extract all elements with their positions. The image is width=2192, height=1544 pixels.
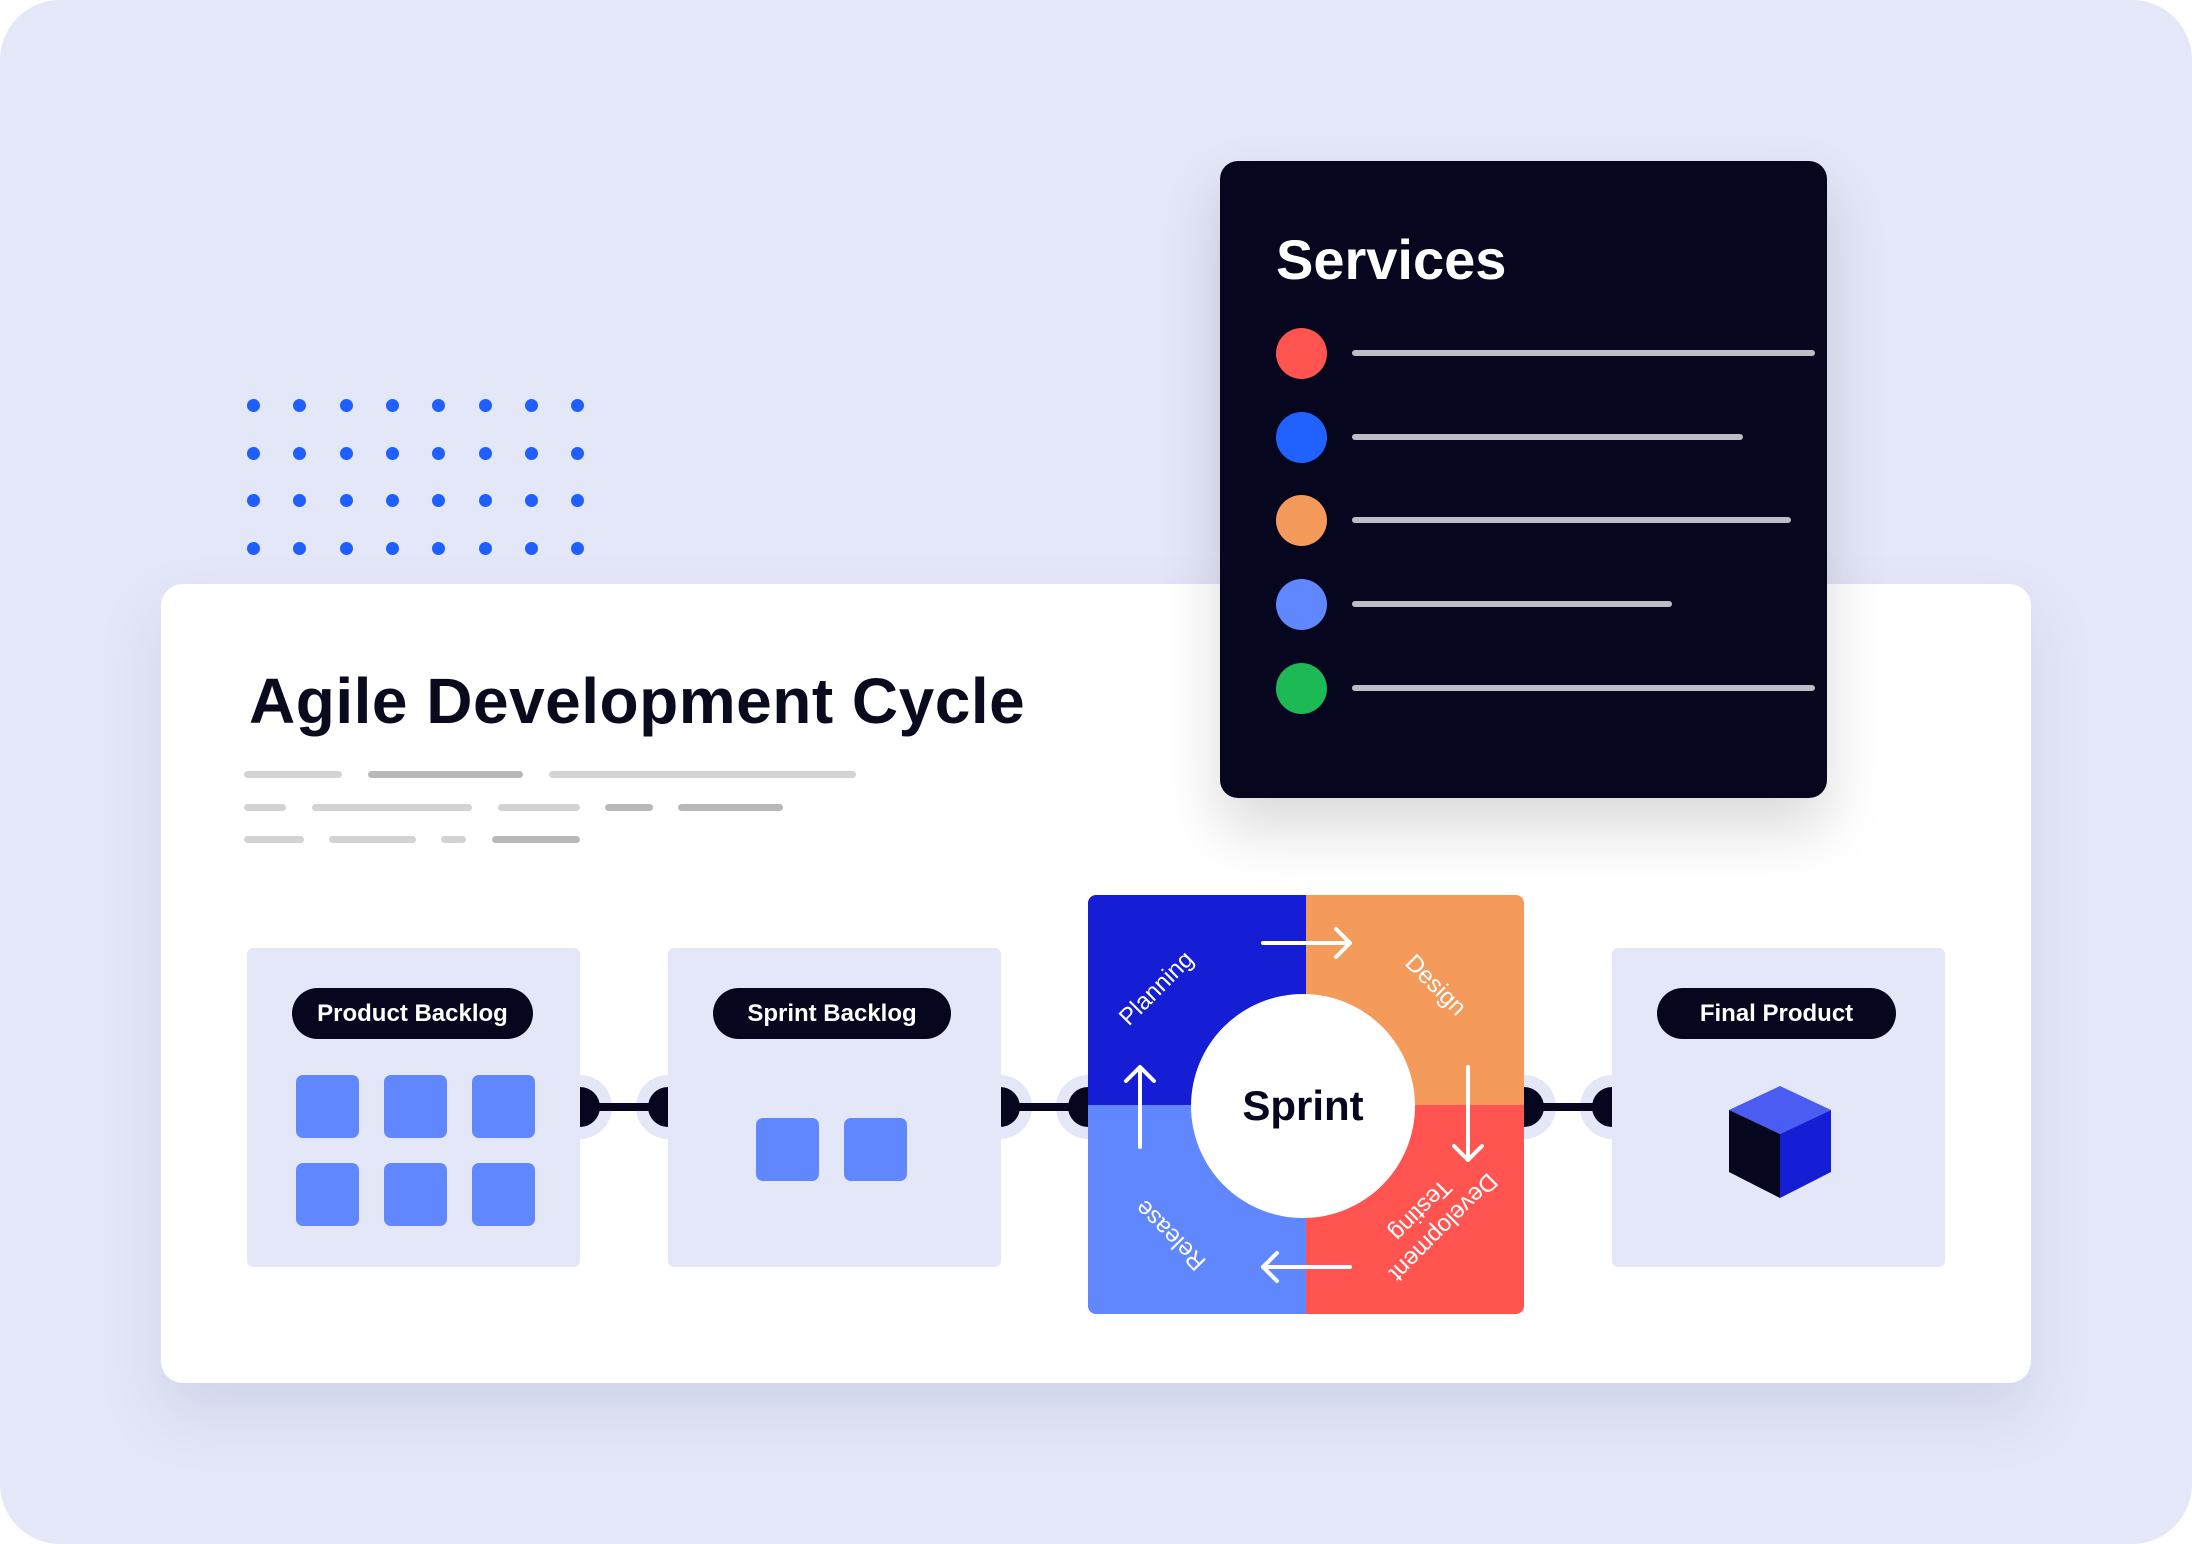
decoration-dot (571, 494, 585, 508)
decoration-dot (571, 399, 585, 412)
service-item (1276, 495, 1796, 546)
decoration-dot (247, 494, 260, 508)
decoration-dot (247, 542, 260, 556)
decoration-dot (293, 494, 307, 508)
decoration-dot (432, 542, 446, 556)
decoration-dot (524, 542, 538, 556)
decoration-dot (385, 542, 399, 556)
arrow-down-icon (1452, 1065, 1484, 1162)
connector (648, 1087, 668, 1127)
final-product-label: Final Product (1657, 988, 1896, 1039)
cube-icon (1729, 1086, 1831, 1198)
decoration-dot (385, 446, 399, 460)
decoration-dot (385, 399, 399, 412)
connector (1000, 1087, 1020, 1127)
backlog-item (384, 1163, 447, 1226)
backlog-item (296, 1163, 359, 1226)
status-dot (1276, 495, 1327, 546)
page-title: Agile Development Cycle (249, 665, 1026, 737)
decoration-dot (339, 446, 353, 460)
service-item (1276, 412, 1796, 463)
product-backlog-box: Product Backlog (247, 948, 580, 1267)
service-item (1276, 663, 1815, 714)
sprint-backlog-box: Sprint Backlog (668, 948, 1001, 1267)
arrow-up-icon (1124, 1065, 1156, 1149)
decoration-dot (478, 542, 492, 556)
backlog-item (472, 1163, 535, 1226)
connector (1524, 1087, 1544, 1127)
connector (1068, 1087, 1088, 1127)
decoration-dot (385, 494, 399, 508)
decoration-dot (478, 494, 492, 508)
services-panel: Services (1220, 161, 1827, 798)
backlog-item (296, 1075, 359, 1138)
decoration-dot (293, 446, 307, 460)
decoration-dot (524, 446, 538, 460)
decoration-dot (524, 399, 538, 412)
decoration-dot (339, 399, 353, 412)
decoration-dot (339, 494, 353, 508)
decoration-dot (293, 542, 307, 556)
connector (1592, 1087, 1612, 1127)
arrow-right-icon (1261, 927, 1352, 959)
backlog-item (472, 1075, 535, 1138)
decoration-dot (432, 494, 446, 508)
status-dot (1276, 579, 1327, 630)
backlog-item (384, 1075, 447, 1138)
arrow-left-icon (1261, 1251, 1352, 1283)
status-dot (1276, 663, 1327, 714)
decoration-dot (571, 446, 585, 460)
decoration-dot (247, 399, 260, 412)
sprint-center: Sprint (1191, 994, 1415, 1218)
decoration-dot (478, 399, 492, 412)
status-dot (1276, 412, 1327, 463)
cycle-arrows (1124, 927, 1484, 1283)
decoration-dot (524, 494, 538, 508)
decoration-dot (432, 446, 446, 460)
sprint-item (844, 1118, 907, 1181)
decoration-dot (293, 399, 307, 412)
decoration-dot (247, 446, 260, 460)
services-title: Services (1276, 228, 1507, 291)
sprint-backlog-label: Sprint Backlog (713, 988, 951, 1039)
product-backlog-label: Product Backlog (292, 988, 533, 1039)
status-dot (1276, 328, 1327, 379)
sprint-item (756, 1118, 819, 1181)
final-product-box: Final Product (1612, 948, 1945, 1267)
service-item (1276, 328, 1815, 379)
decoration-dot (432, 399, 446, 412)
decoration-dot (571, 542, 585, 556)
connector (580, 1087, 600, 1127)
decoration-dot (478, 446, 492, 460)
decoration-dot (339, 542, 353, 556)
service-item (1276, 579, 1796, 630)
